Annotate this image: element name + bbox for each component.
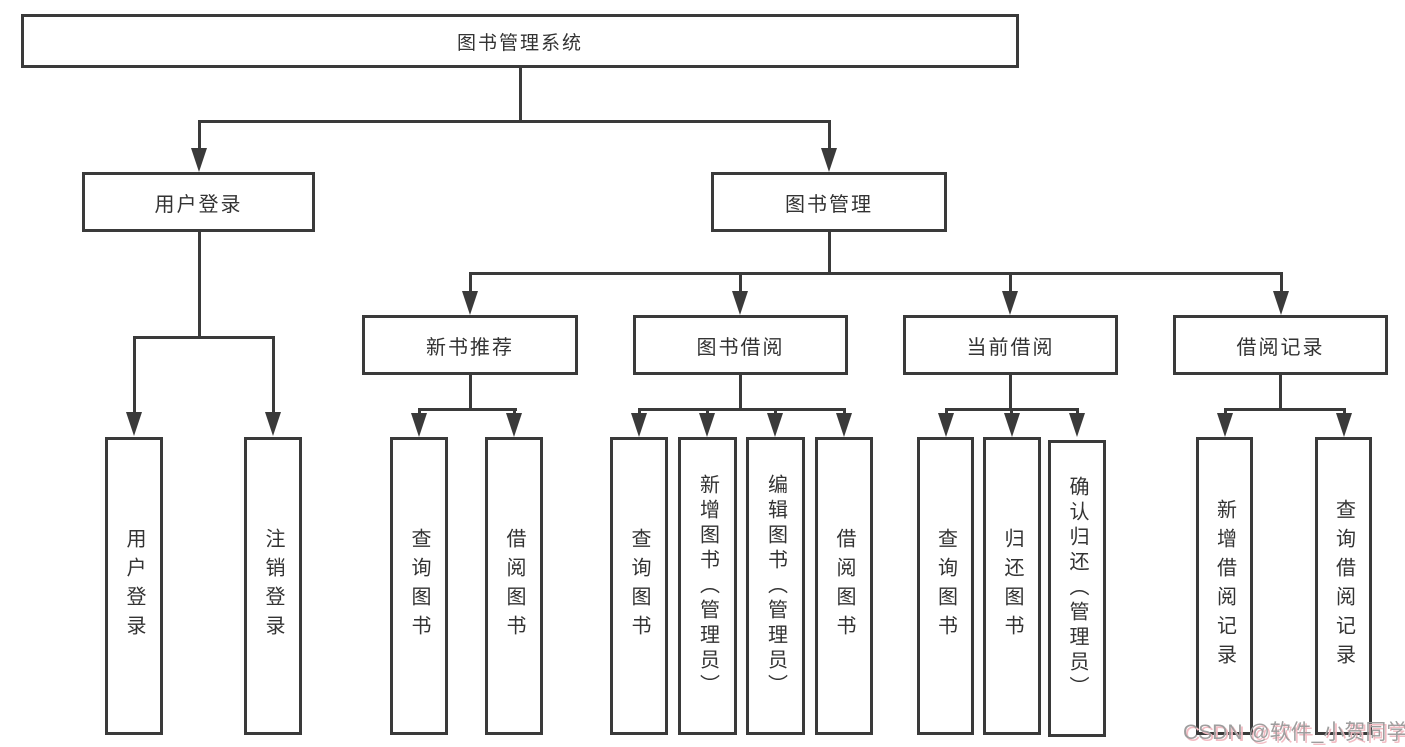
leaf-query-books-3: 查询图书	[917, 437, 974, 735]
node-label: 图书管理	[785, 193, 873, 216]
connector-line	[1010, 408, 1013, 416]
leaf-label: 借阅图书	[503, 528, 525, 644]
connector-line	[638, 408, 846, 411]
connector-line	[469, 272, 1283, 275]
leaf-label: 查询图书	[408, 528, 430, 644]
connector-line	[469, 375, 472, 411]
arrow-down-icon	[506, 413, 522, 437]
leaf-label: 查询借阅记录	[1332, 499, 1355, 673]
node-label: 新书推荐	[426, 336, 514, 359]
leaf-label: 归还图书	[1001, 528, 1023, 644]
connector-line	[418, 408, 517, 411]
arrow-down-icon	[462, 291, 478, 315]
node-book-management: 图书管理	[711, 172, 947, 232]
connector-line	[1343, 408, 1346, 416]
connector-line	[198, 120, 831, 123]
node-new-book-recommend: 新书推荐	[362, 315, 578, 375]
leaf-label: 确认归还（管理员）	[1066, 476, 1088, 701]
node-book-borrow: 图书借阅	[633, 315, 848, 375]
connector-line	[418, 408, 421, 416]
connector-line	[706, 408, 709, 416]
connector-line	[519, 68, 522, 121]
leaf-return-books: 归还图书	[983, 437, 1041, 735]
leaf-query-books-2: 查询图书	[610, 437, 668, 735]
node-label: 图书管理系统	[456, 32, 583, 54]
leaf-logout: 注销登录	[244, 437, 302, 735]
leaf-label: 编辑图书（管理员）	[764, 473, 787, 699]
connector-line	[1280, 272, 1283, 294]
node-label: 用户登录	[154, 193, 243, 216]
arrow-down-icon	[1336, 413, 1352, 437]
leaf-user-login: 用户登录	[105, 437, 163, 735]
arrow-down-icon	[411, 413, 427, 437]
leaf-label: 注销登录	[262, 528, 284, 644]
connector-line	[774, 408, 777, 416]
arrow-down-icon	[767, 413, 783, 437]
node-user-login: 用户登录	[82, 172, 315, 232]
connector-line	[1279, 375, 1282, 411]
connector-line	[198, 120, 201, 150]
arrow-down-icon	[126, 412, 142, 436]
node-library-system: 图书管理系统	[21, 14, 1019, 68]
leaf-label: 新增图书（管理员）	[696, 473, 719, 699]
arrow-down-icon	[191, 148, 207, 172]
node-label: 当前借阅	[966, 336, 1055, 359]
connector-line	[513, 408, 516, 416]
connector-line	[1224, 408, 1346, 411]
leaf-label: 借阅图书	[833, 528, 855, 644]
connector-line	[133, 336, 275, 339]
connector-line	[843, 408, 846, 416]
node-current-borrow: 当前借阅	[903, 315, 1118, 375]
arrow-down-icon	[836, 413, 852, 437]
leaf-edit-book-admin: 编辑图书（管理员）	[746, 437, 805, 735]
connector-line	[1224, 408, 1227, 416]
arrow-down-icon	[1273, 291, 1289, 315]
connector-line	[469, 272, 472, 294]
arrow-down-icon	[821, 148, 837, 172]
leaf-query-borrow-record: 查询借阅记录	[1315, 437, 1372, 735]
leaf-label: 用户登录	[123, 528, 145, 644]
arrow-down-icon	[1004, 413, 1020, 437]
connector-line	[638, 408, 641, 416]
connector-line	[739, 375, 742, 411]
leaf-label: 查询图书	[628, 528, 650, 644]
leaf-add-book-admin: 新增图书（管理员）	[678, 437, 737, 735]
connector-line	[828, 232, 831, 275]
leaf-confirm-return-admin: 确认归还（管理员）	[1048, 440, 1106, 737]
connector-line	[828, 120, 831, 150]
connector-line	[739, 272, 742, 294]
arrow-down-icon	[938, 413, 954, 437]
arrow-down-icon	[1217, 413, 1233, 437]
arrow-down-icon	[631, 413, 647, 437]
node-label: 图书借阅	[696, 336, 785, 359]
leaf-add-borrow-record: 新增借阅记录	[1196, 437, 1253, 735]
connector-line	[1009, 375, 1012, 411]
arrow-down-icon	[265, 412, 281, 436]
arrow-down-icon	[732, 291, 748, 315]
node-borrow-records: 借阅记录	[1173, 315, 1388, 375]
leaf-borrow-books-1: 借阅图书	[485, 437, 543, 735]
leaf-label: 新增借阅记录	[1213, 499, 1236, 673]
arrow-down-icon	[1002, 291, 1018, 315]
connector-line	[272, 336, 275, 414]
node-label: 借阅记录	[1236, 336, 1325, 359]
arrow-down-icon	[1069, 413, 1085, 437]
connector-line	[945, 408, 948, 416]
arrow-down-icon	[699, 413, 715, 437]
connector-line	[1009, 272, 1012, 294]
connector-line	[1076, 408, 1079, 416]
connector-line	[133, 336, 136, 414]
leaf-query-books-1: 查询图书	[390, 437, 448, 735]
leaf-label: 查询图书	[934, 528, 957, 644]
watermark-text: CSDN @软件_小贺同学	[1183, 721, 1405, 744]
leaf-borrow-books-2: 借阅图书	[815, 437, 873, 735]
connector-line	[198, 232, 201, 339]
